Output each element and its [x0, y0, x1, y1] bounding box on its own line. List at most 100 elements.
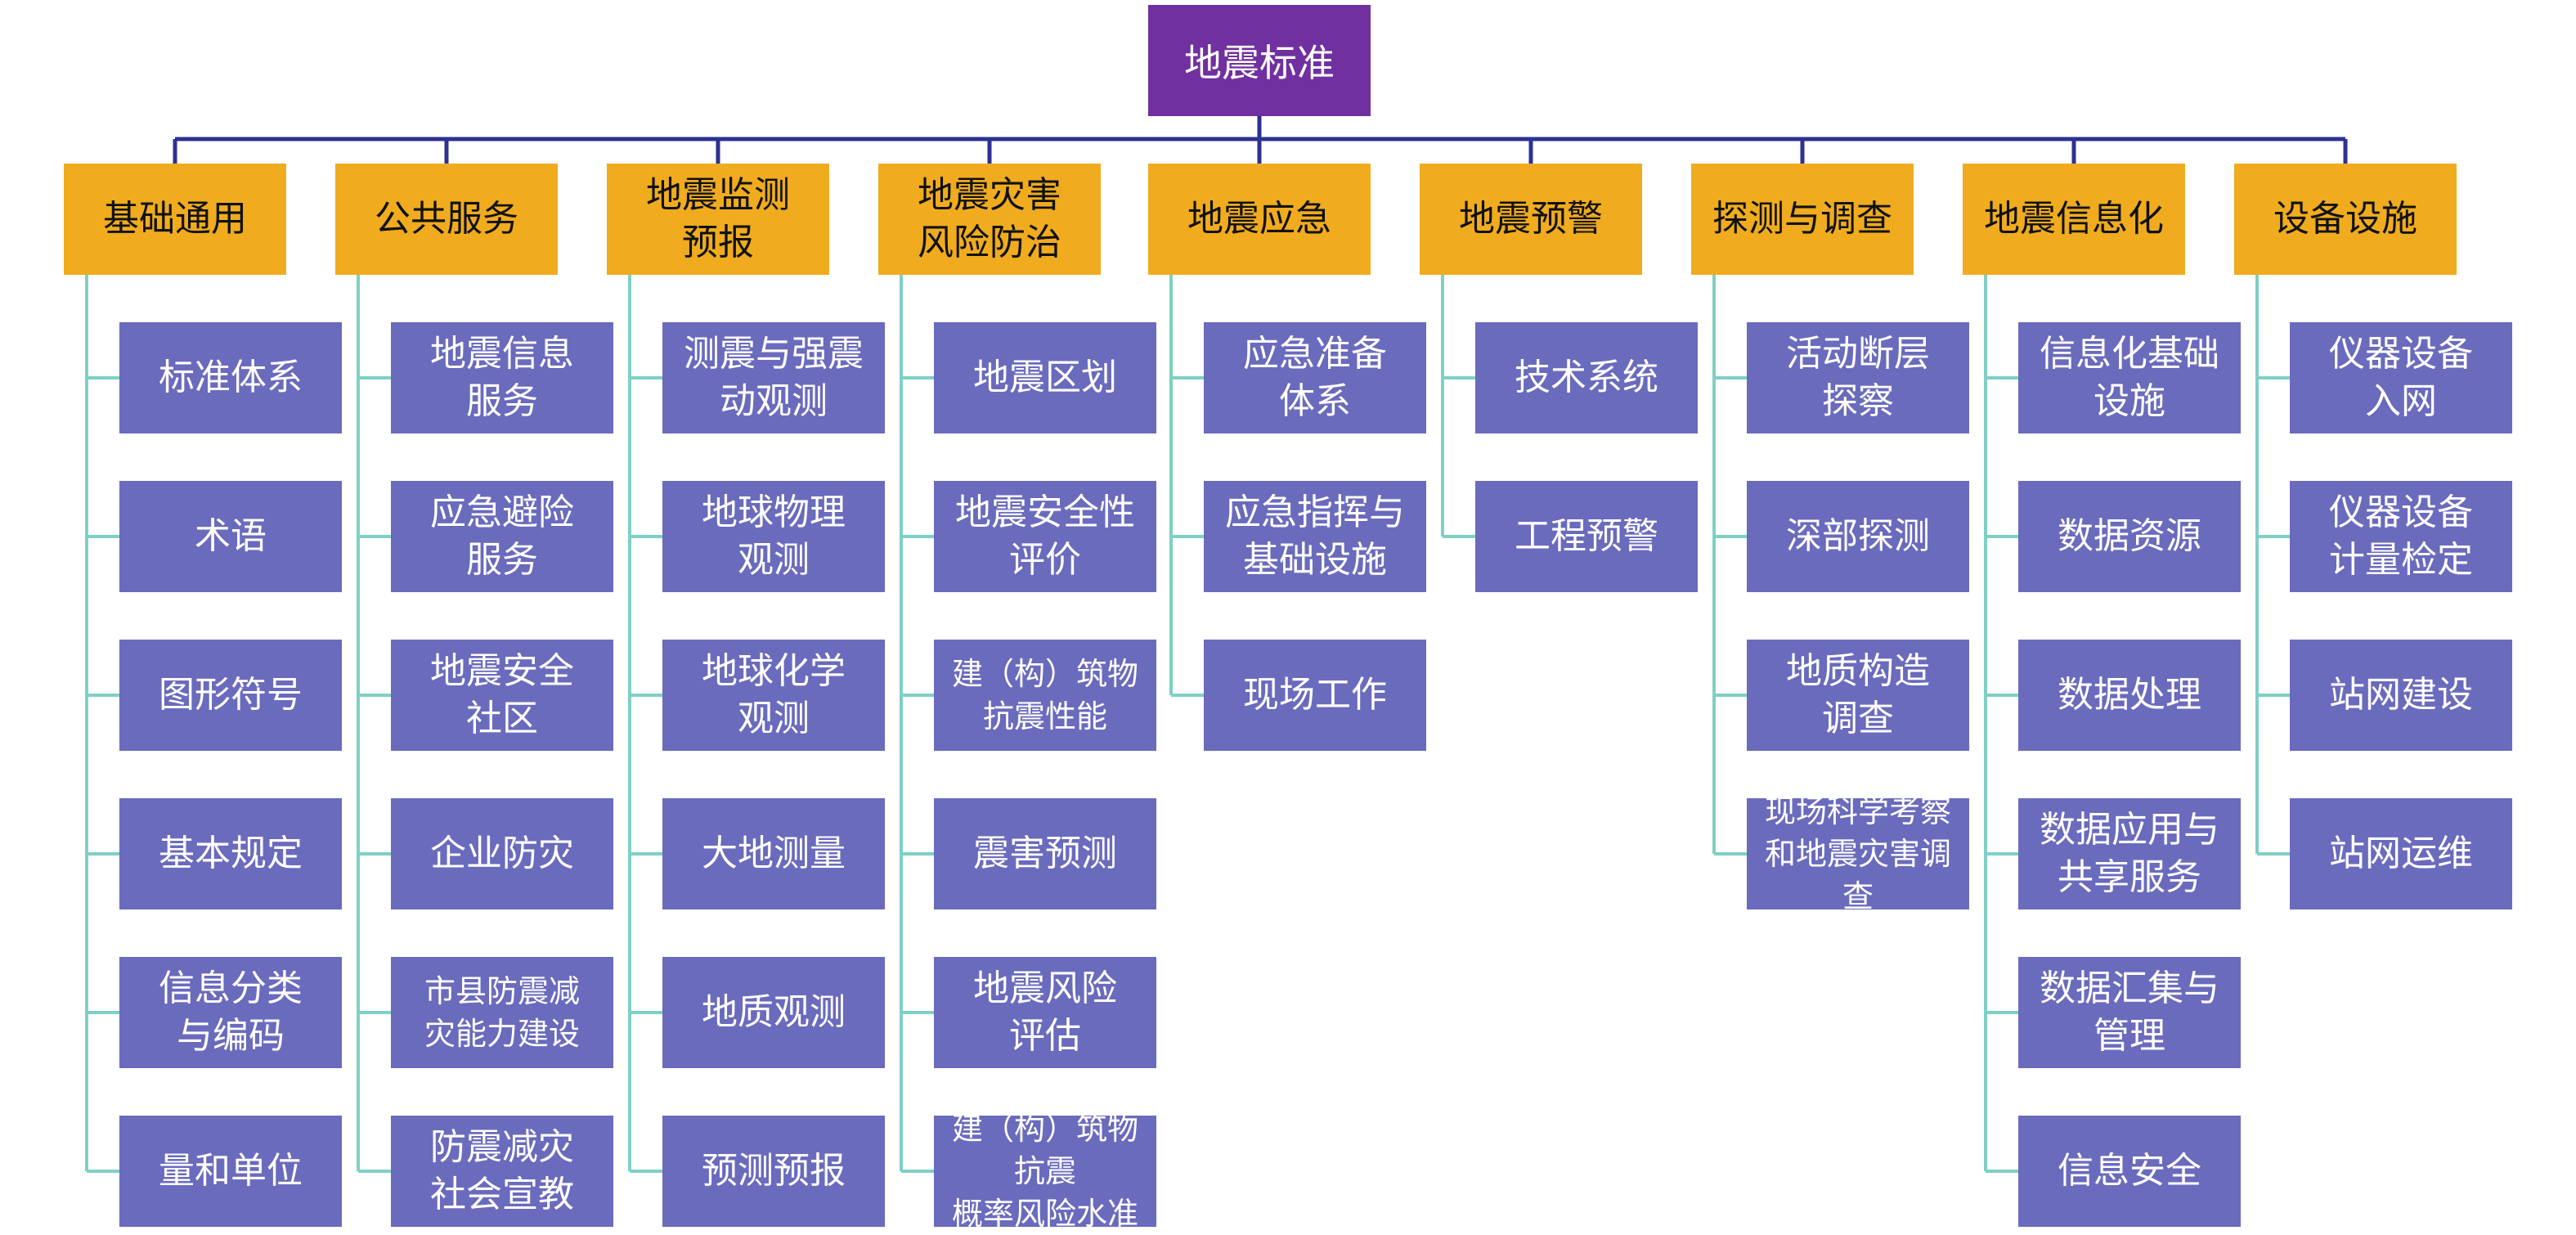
standard-item-label: 仪器设备 入网 — [2329, 333, 2473, 422]
category-node: 地震灾害 风险防治 — [878, 164, 1101, 275]
standard-item-label: 防震减灾 社会宣教 — [430, 1126, 574, 1215]
category-node: 地震预警 — [1420, 164, 1642, 275]
category-label: 地震应急 — [1187, 198, 1331, 240]
standard-item-node: 仪器设备 计量检定 — [2290, 481, 2512, 592]
standard-item-node: 地质观测 — [662, 957, 885, 1068]
standard-item-node: 地震信息 服务 — [391, 322, 613, 433]
category-node: 设备设施 — [2234, 164, 2457, 275]
standard-item-node: 工程预警 — [1475, 481, 1698, 592]
standard-item-label: 应急准备 体系 — [1243, 333, 1387, 422]
standard-item-label: 现场工作 — [1243, 674, 1387, 716]
standard-item-label: 数据处理 — [2058, 674, 2201, 716]
standard-item-node: 站网建设 — [2290, 640, 2512, 751]
standard-item-node: 应急指挥与 基础设施 — [1204, 481, 1426, 592]
standard-item-node: 大地测量 — [662, 798, 885, 909]
standard-item-node: 市县防震减 灾能力建设 — [391, 957, 613, 1068]
standard-item-node: 地震风险 评估 — [934, 957, 1156, 1068]
standard-item-label: 地震安全 社区 — [430, 650, 574, 739]
standard-item-node: 信息分类 与编码 — [119, 957, 342, 1068]
standard-item-node: 企业防灾 — [391, 798, 613, 909]
standard-item-node: 数据处理 — [2018, 640, 2241, 751]
category-node: 地震应急 — [1148, 164, 1371, 275]
standard-item-node: 地球化学 观测 — [662, 640, 885, 751]
standard-item-label: 站网运维 — [2329, 833, 2473, 874]
standard-item-node: 地震安全 社区 — [391, 640, 613, 751]
category-label: 地震监测 预报 — [646, 174, 790, 263]
standard-item-node: 数据应用与 共享服务 — [2018, 798, 2241, 909]
standard-item-label: 现场科学考察 和地震灾害调查 — [1764, 793, 1951, 914]
standard-item-label: 量和单位 — [159, 1150, 303, 1192]
standard-item-node: 应急避险 服务 — [391, 481, 613, 592]
standard-item-label: 震害预测 — [973, 833, 1117, 874]
standard-item-node: 地震区划 — [934, 322, 1156, 433]
standard-item-label: 站网建设 — [2329, 674, 2473, 716]
category-node: 地震监测 预报 — [607, 164, 829, 275]
standard-item-label: 信息安全 — [2058, 1150, 2201, 1192]
standard-item-node: 预测预报 — [662, 1116, 885, 1227]
standard-item-label: 地震安全性 评价 — [955, 492, 1135, 581]
standard-item-label: 地震风险 评估 — [973, 968, 1117, 1057]
standard-item-label: 建（构）筑物抗震 概率风险水准 — [951, 1111, 1138, 1232]
standard-item-node: 仪器设备 入网 — [2290, 322, 2512, 433]
standard-item-node: 应急准备 体系 — [1204, 322, 1426, 433]
standard-item-label: 基本规定 — [159, 833, 303, 874]
standard-item-label: 数据应用与 共享服务 — [2040, 809, 2219, 898]
category-node: 探测与调查 — [1691, 164, 1914, 275]
standard-item-node: 术语 — [119, 481, 342, 592]
standard-item-node: 地质构造 调查 — [1747, 640, 1969, 751]
category-node: 基础通用 — [64, 164, 286, 275]
standard-item-node: 现场工作 — [1204, 640, 1426, 751]
standard-item-node: 数据汇集与 管理 — [2018, 957, 2241, 1068]
category-label: 地震预警 — [1459, 198, 1603, 240]
standard-item-node: 活动断层 探察 — [1747, 322, 1969, 433]
standard-item-label: 地震信息 服务 — [430, 333, 574, 422]
standard-item-node: 地球物理 观测 — [662, 481, 885, 592]
standard-item-label: 建（构）筑物 抗震性能 — [951, 656, 1138, 734]
standard-item-node: 防震减灾 社会宣教 — [391, 1116, 613, 1227]
standard-item-node: 数据资源 — [2018, 481, 2241, 592]
standard-item-node: 基本规定 — [119, 798, 342, 909]
category-label: 地震信息化 — [1984, 198, 2164, 240]
standard-item-label: 术语 — [195, 515, 267, 557]
standard-item-label: 地震区划 — [973, 357, 1117, 398]
category-node: 地震信息化 — [1963, 164, 2185, 275]
standard-item-label: 仪器设备 计量检定 — [2329, 492, 2473, 581]
standard-item-node: 现场科学考察 和地震灾害调查 — [1747, 793, 1969, 914]
standard-item-node: 建（构）筑物 抗震性能 — [934, 640, 1156, 751]
standard-item-label: 地球化学 观测 — [702, 650, 846, 739]
standard-item-label: 数据汇集与 管理 — [2040, 968, 2219, 1057]
category-label: 设备设施 — [2273, 198, 2417, 240]
standard-item-label: 地质构造 调查 — [1786, 650, 1930, 739]
standard-item-node: 站网运维 — [2290, 798, 2512, 909]
standard-item-label: 图形符号 — [159, 674, 303, 716]
standard-item-label: 应急指挥与 基础设施 — [1225, 492, 1405, 581]
standard-item-node: 标准体系 — [119, 322, 342, 433]
standard-item-label: 活动断层 探察 — [1786, 333, 1930, 422]
category-node: 公共服务 — [335, 164, 558, 275]
standard-item-label: 技术系统 — [1515, 357, 1658, 398]
standard-item-label: 地球物理 观测 — [702, 492, 846, 581]
standard-item-node: 技术系统 — [1475, 322, 1698, 433]
standard-item-node: 地震安全性 评价 — [934, 481, 1156, 592]
standard-item-node: 信息化基础 设施 — [2018, 322, 2241, 433]
standard-item-label: 标准体系 — [159, 357, 303, 398]
standard-item-label: 预测预报 — [702, 1150, 846, 1192]
standard-item-label: 测震与强震 动观测 — [684, 333, 864, 422]
standard-item-label: 信息化基础 设施 — [2040, 333, 2219, 422]
category-label: 公共服务 — [375, 198, 518, 240]
standard-item-node: 建（构）筑物抗震 概率风险水准 — [934, 1111, 1156, 1232]
standard-item-label: 工程预警 — [1515, 515, 1658, 557]
standard-item-label: 大地测量 — [702, 833, 846, 874]
standard-item-node: 图形符号 — [119, 640, 342, 751]
standard-item-label: 地质观测 — [702, 991, 846, 1033]
standard-item-label: 企业防灾 — [430, 833, 574, 874]
category-label: 探测与调查 — [1712, 198, 1892, 240]
standard-item-label: 数据资源 — [2058, 515, 2201, 557]
standard-item-node: 信息安全 — [2018, 1116, 2241, 1227]
standard-item-label: 深部探测 — [1786, 515, 1930, 557]
standard-item-label: 应急避险 服务 — [430, 492, 574, 581]
root-label: 地震标准 — [1184, 41, 1335, 85]
category-label: 基础通用 — [103, 198, 247, 240]
